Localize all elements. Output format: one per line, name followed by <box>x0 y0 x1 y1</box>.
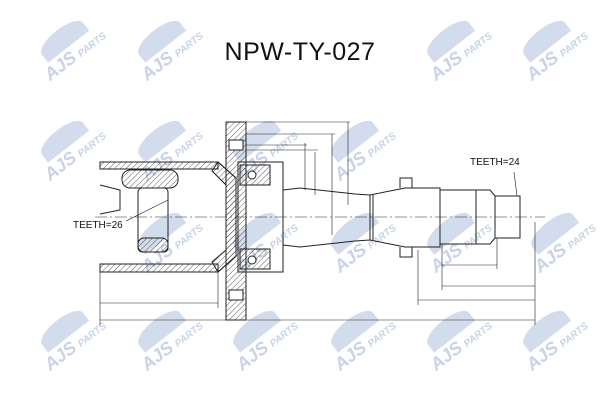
tripod-pin-end <box>137 237 169 253</box>
ball-top <box>247 170 257 180</box>
spline-section <box>440 189 521 245</box>
housing-wall-bottom <box>99 263 219 273</box>
shaft <box>282 187 441 248</box>
flange-bolt-hole-top <box>228 139 244 151</box>
teeth-label-right: TEETH=24 <box>469 157 521 168</box>
bearing-housing <box>237 161 284 273</box>
tripod-roller <box>121 169 179 189</box>
part-number-title: NPW-TY-027 <box>224 38 376 66</box>
housing-inner <box>99 184 121 215</box>
ball-bottom <box>247 255 257 265</box>
dimension-lines <box>99 121 536 325</box>
flange-bolt-hole-bottom <box>228 289 244 301</box>
teeth-label-left: TEETH=26 <box>72 220 124 231</box>
circlip <box>399 177 413 258</box>
housing-wall-top <box>99 161 219 170</box>
